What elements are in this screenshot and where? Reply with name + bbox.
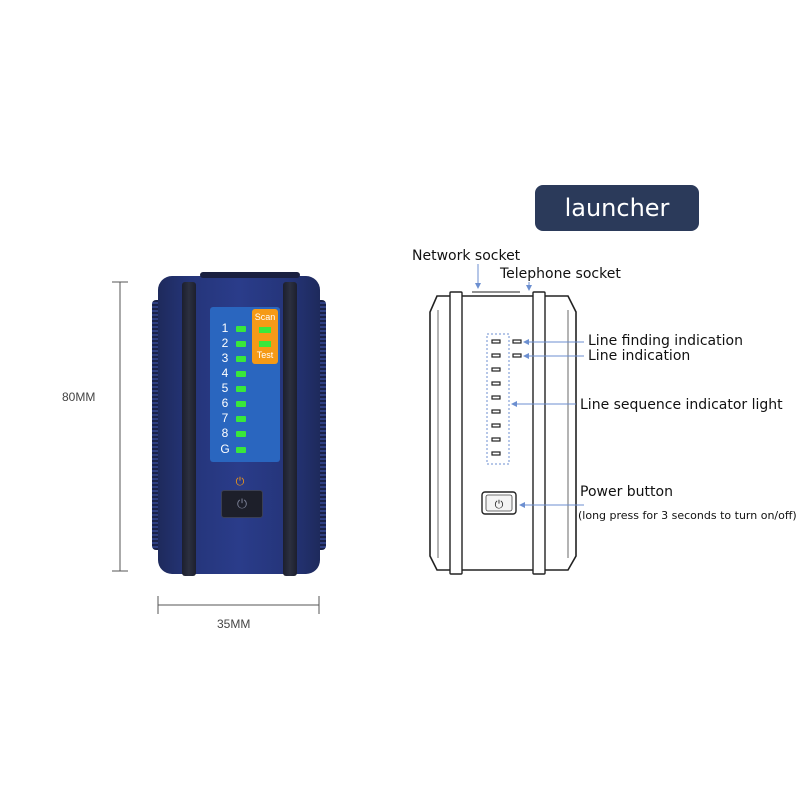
device-power-button[interactable]: ⏻	[221, 490, 263, 518]
power-button-note: (long press for 3 seconds to turn on/off…	[578, 509, 797, 522]
device-right-band	[283, 282, 297, 576]
channel-led-2	[236, 341, 246, 347]
line-sequence-label: Line sequence indicator light	[580, 397, 783, 413]
scan-label: Scan	[254, 312, 276, 322]
title-badge: launcher	[535, 185, 699, 231]
network-socket-label: Network socket	[412, 248, 521, 264]
scan-led	[259, 327, 271, 333]
scan-test-panel	[252, 309, 278, 364]
channel-label-4: 4	[221, 366, 229, 380]
channel-led-3	[236, 356, 246, 362]
width-dimension-label: 35MM	[217, 617, 251, 631]
height-dimension-label: 80MM	[62, 390, 96, 404]
svg-text:⏻: ⏻	[495, 498, 504, 511]
channel-label-5: 5	[221, 381, 229, 395]
power-indicator-icon: ⏻	[235, 476, 245, 488]
power-button-label: Power button	[580, 484, 673, 500]
test-led	[259, 341, 271, 347]
telephone-socket-label: Telephone socket	[500, 266, 621, 282]
channel-led-6	[236, 401, 246, 407]
title-text: launcher	[564, 194, 670, 222]
device-top-cap	[200, 272, 300, 278]
channel-led-5	[236, 386, 246, 392]
channel-label-g: G	[220, 442, 230, 456]
channel-led-7	[236, 416, 246, 422]
channel-label-6: 6	[221, 396, 229, 410]
test-label: Test	[256, 350, 274, 360]
channel-label-7: 7	[221, 411, 229, 425]
channel-led-4	[236, 371, 246, 377]
channel-label-2: 2	[221, 336, 229, 350]
line-finding-label: Line finding indication	[588, 333, 743, 349]
line-indication-label: Line indication	[588, 348, 691, 364]
device-left-band	[182, 282, 196, 576]
device-left-ribs	[152, 300, 160, 550]
device-right-ribs	[318, 300, 326, 550]
channel-label-8: 8	[221, 426, 229, 440]
channel-label-1: 1	[221, 321, 229, 335]
channel-label-3: 3	[221, 351, 229, 365]
channel-led-1	[236, 326, 246, 332]
channel-led-8	[236, 431, 246, 437]
channel-led-g	[236, 447, 246, 453]
